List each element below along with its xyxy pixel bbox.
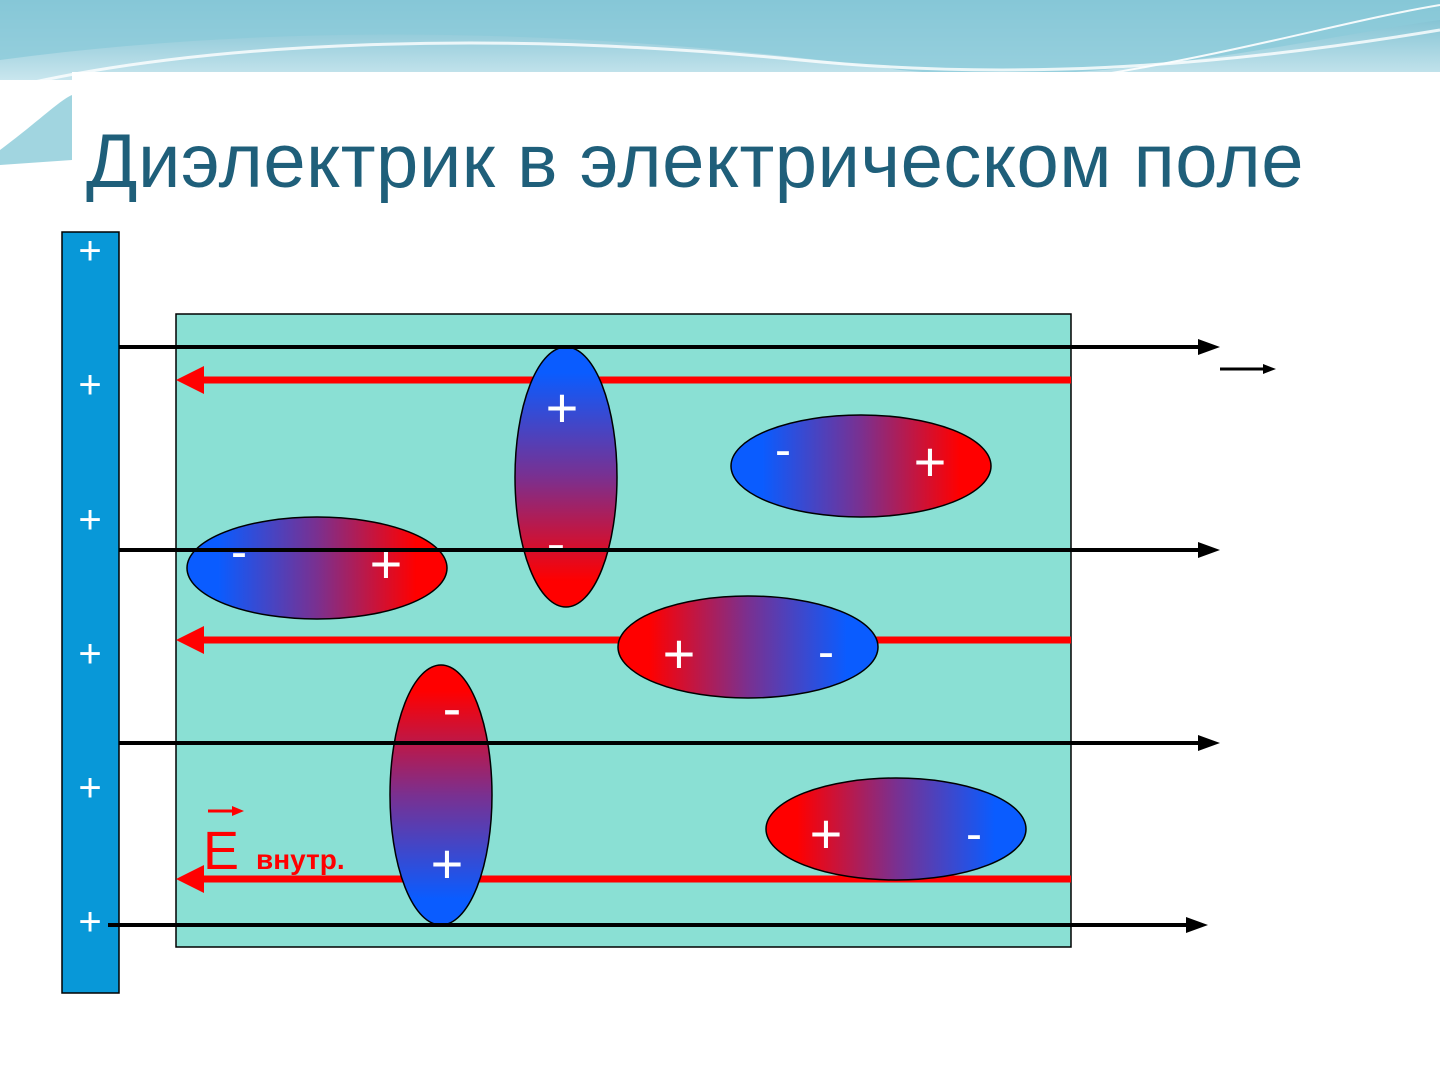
plate-charge: + xyxy=(78,498,101,542)
arrow-head-left xyxy=(176,865,204,893)
dipole-lower-right: + - xyxy=(765,777,1027,881)
dipole-middle-right: + - xyxy=(617,595,879,699)
dipole-vertical-top: + - xyxy=(514,346,618,608)
background-waves xyxy=(0,0,1440,165)
field-relation-text: E внутр. < E внеш. xyxy=(336,250,698,297)
dipole-sign: + xyxy=(914,430,947,493)
plate-charges: + + + + + + xyxy=(78,229,101,944)
charged-plate xyxy=(61,231,120,994)
vector-arrow-head xyxy=(1263,364,1276,374)
arrow-head-left xyxy=(176,626,204,654)
e-inner-label: E внутр. xyxy=(203,806,345,881)
e-outer-subscript: внеш. xyxy=(1256,405,1337,436)
e-outer-letter: E xyxy=(1222,392,1253,444)
plate-charge: + xyxy=(78,229,101,273)
arrow-head-right xyxy=(1198,735,1220,751)
arrow-head-left xyxy=(176,366,204,394)
e-outer-label: E внеш. xyxy=(1220,364,1337,444)
dipole-upper-right: - + xyxy=(730,414,992,518)
title-area xyxy=(72,72,1440,232)
arrow-head-right xyxy=(1186,917,1208,933)
plate-charge: + xyxy=(78,766,101,810)
dipole-sign: + xyxy=(546,376,579,439)
dipole-body xyxy=(765,777,1027,881)
arrow-head-right xyxy=(1198,542,1220,558)
dipole-sign: - xyxy=(547,511,566,574)
vector-arrow-head xyxy=(232,806,244,816)
dipole-body xyxy=(617,595,879,699)
dipole-sign: - xyxy=(966,808,982,861)
dipole-sign: + xyxy=(370,532,403,595)
arrow-head-right xyxy=(1198,339,1220,355)
conclusion-heading: Вывод: xyxy=(146,967,278,1011)
dipole-sign: + xyxy=(810,802,843,865)
dipole-vertical-bottom: - + xyxy=(389,664,493,926)
e-inner-subscript: внутр. xyxy=(256,844,345,875)
slide-title: Диэлектрик в электрическом поле xyxy=(86,119,1304,204)
outer-field-lines xyxy=(108,339,1220,933)
dipole-sign: + xyxy=(431,832,464,895)
plate-charge: + xyxy=(78,632,101,676)
plate-charge: + xyxy=(78,900,101,944)
dipole-sign: - xyxy=(231,526,247,579)
dipole-sign: - xyxy=(818,626,834,679)
e-inner-letter: E xyxy=(203,821,239,881)
plate-charge: + xyxy=(78,363,101,407)
dipole-sign: - xyxy=(443,676,462,739)
dipole-body xyxy=(186,516,448,620)
conclusion-text: диэлектрик ослабляет внешнее электрическ… xyxy=(150,1027,1121,1071)
dipole-sign: - xyxy=(775,424,791,477)
dipole-body xyxy=(730,414,992,518)
dipole-middle-left: - + xyxy=(186,516,448,620)
dipole-sign: + xyxy=(663,622,696,685)
